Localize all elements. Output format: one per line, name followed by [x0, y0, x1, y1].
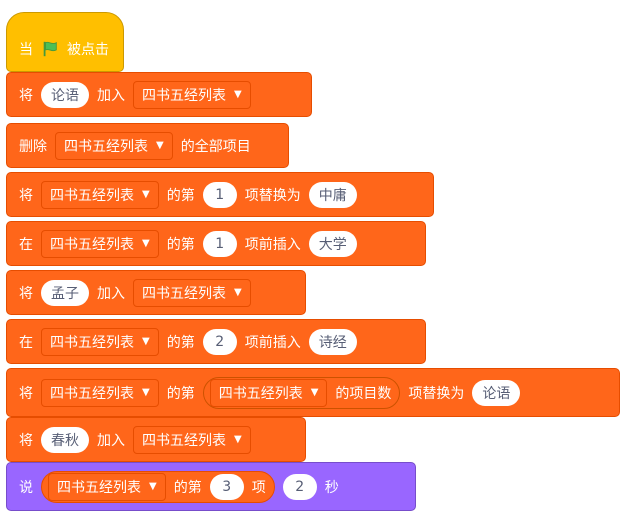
label-put: 将	[19, 187, 33, 204]
list-dropdown-label: 四书五经列表	[64, 138, 148, 155]
item-input[interactable]: 诗经	[308, 328, 357, 355]
list-dropdown[interactable]: 四书五经列表 ▼	[133, 425, 251, 454]
dropdown-caret-icon: ▼	[142, 387, 150, 398]
label-in: 在	[19, 236, 33, 253]
item-of-list-reporter[interactable]: 四书五经列表 ▼ 的第 3 项	[41, 470, 275, 503]
label-put: 将	[19, 87, 33, 104]
when-flag-clicked-block[interactable]: 当 被点击	[6, 12, 124, 72]
dropdown-caret-icon: ▼	[156, 140, 164, 151]
list-dropdown[interactable]: 四书五经列表 ▼	[209, 378, 328, 407]
label-insert-before: 项前插入	[244, 236, 301, 253]
replace-item-block[interactable]: 将 四书五经列表 ▼ 的第 四书五经列表 ▼ 的项目数 项替换为 论语	[6, 368, 620, 417]
dropdown-caret-icon: ▼	[310, 387, 319, 398]
dropdown-caret-icon: ▼	[142, 336, 150, 347]
label-replace-with: 项替换为	[244, 187, 301, 204]
add-to-list-block[interactable]: 将 春秋 加入 四书五经列表 ▼	[6, 417, 306, 462]
index-input[interactable]: 1	[202, 230, 237, 257]
dropdown-caret-icon: ▼	[149, 481, 157, 492]
label-put: 将	[19, 385, 33, 402]
hat-label-clicked: 被点击	[67, 42, 109, 58]
label-replace-with: 项替换为	[408, 385, 465, 402]
label-all-items: 的全部项目	[180, 138, 251, 155]
index-input[interactable]: 2	[202, 328, 237, 355]
list-dropdown-label: 四书五经列表	[50, 236, 134, 253]
add-to-list-block[interactable]: 将 论语 加入 四书五经列表 ▼	[6, 72, 312, 117]
list-dropdown-label: 四书五经列表	[50, 334, 134, 351]
list-dropdown-label: 四书五经列表	[142, 285, 226, 302]
list-dropdown-label: 四书五经列表	[50, 385, 134, 402]
item-input[interactable]: 大学	[308, 230, 357, 257]
script-stack[interactable]: 当 被点击 将 论语 加入 四书五经列表 ▼ 删除 四书五经列表 ▼ 的全部项目…	[6, 12, 635, 522]
label-put: 将	[19, 285, 33, 302]
label-item-count: 的项目数	[335, 385, 392, 402]
label-delete: 删除	[19, 138, 47, 155]
list-dropdown[interactable]: 四书五经列表 ▼	[41, 229, 159, 258]
replace-item-block[interactable]: 将 四书五经列表 ▼ 的第 1 项替换为 中庸	[6, 172, 434, 217]
list-dropdown-label: 四书五经列表	[57, 479, 141, 496]
insert-at-block[interactable]: 在 四书五经列表 ▼ 的第 1 项前插入 大学	[6, 221, 426, 266]
label-of-item: 的第	[166, 385, 195, 402]
label-insert-before: 项前插入	[244, 334, 301, 351]
index-input[interactable]: 1	[202, 181, 237, 208]
list-dropdown-label: 四书五经列表	[218, 385, 303, 402]
item-input[interactable]: 论语	[41, 81, 89, 108]
item-input[interactable]: 春秋	[41, 426, 89, 453]
list-dropdown[interactable]: 四书五经列表 ▼	[55, 131, 173, 160]
label-seconds: 秒	[324, 479, 339, 496]
say-for-secs-block[interactable]: 说 四书五经列表 ▼ 的第 3 项 2 秒	[6, 462, 416, 511]
dropdown-caret-icon: ▼	[234, 287, 242, 298]
add-to-list-block[interactable]: 将 孟子 加入 四书五经列表 ▼	[6, 270, 306, 315]
dropdown-caret-icon: ▼	[142, 238, 150, 249]
label-of-item: 的第	[173, 479, 202, 496]
label-say: 说	[19, 479, 33, 496]
label-add: 加入	[97, 87, 125, 104]
green-flag-icon	[43, 41, 57, 57]
seconds-input[interactable]: 2	[282, 473, 317, 500]
list-dropdown[interactable]: 四书五经列表 ▼	[41, 327, 159, 356]
label-item: 项	[251, 479, 266, 496]
dropdown-caret-icon: ▼	[234, 434, 242, 445]
item-input[interactable]: 孟子	[41, 279, 89, 306]
list-dropdown[interactable]: 四书五经列表 ▼	[48, 472, 166, 501]
item-input[interactable]: 论语	[472, 379, 521, 406]
insert-at-block[interactable]: 在 四书五经列表 ▼ 的第 2 项前插入 诗经	[6, 319, 426, 364]
list-dropdown[interactable]: 四书五经列表 ▼	[41, 378, 159, 407]
list-dropdown-label: 四书五经列表	[142, 432, 226, 449]
length-of-list-reporter[interactable]: 四书五经列表 ▼ 的项目数	[202, 376, 401, 409]
label-of-item: 的第	[166, 236, 195, 253]
dropdown-caret-icon: ▼	[234, 89, 242, 100]
label-of-item: 的第	[166, 334, 195, 351]
index-input[interactable]: 3	[209, 473, 244, 500]
dropdown-caret-icon: ▼	[142, 189, 150, 200]
hat-label-when: 当	[19, 42, 33, 58]
label-add: 加入	[97, 285, 125, 302]
list-dropdown[interactable]: 四书五经列表 ▼	[133, 80, 251, 109]
list-dropdown-label: 四书五经列表	[142, 87, 226, 104]
list-dropdown[interactable]: 四书五经列表 ▼	[41, 180, 159, 209]
list-dropdown[interactable]: 四书五经列表 ▼	[133, 278, 251, 307]
item-input[interactable]: 中庸	[308, 181, 357, 208]
label-put: 将	[19, 432, 33, 449]
label-of-item: 的第	[166, 187, 195, 204]
label-add: 加入	[97, 432, 125, 449]
list-dropdown-label: 四书五经列表	[50, 187, 134, 204]
label-in: 在	[19, 334, 33, 351]
delete-all-of-list-block[interactable]: 删除 四书五经列表 ▼ 的全部项目	[6, 123, 289, 168]
